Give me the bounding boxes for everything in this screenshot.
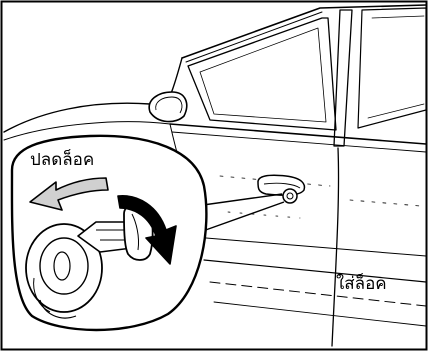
side-mirror <box>149 92 186 122</box>
unlock-label: ปลดล็อค <box>30 152 94 169</box>
lock-label: ใส่ล็อค <box>336 276 387 293</box>
